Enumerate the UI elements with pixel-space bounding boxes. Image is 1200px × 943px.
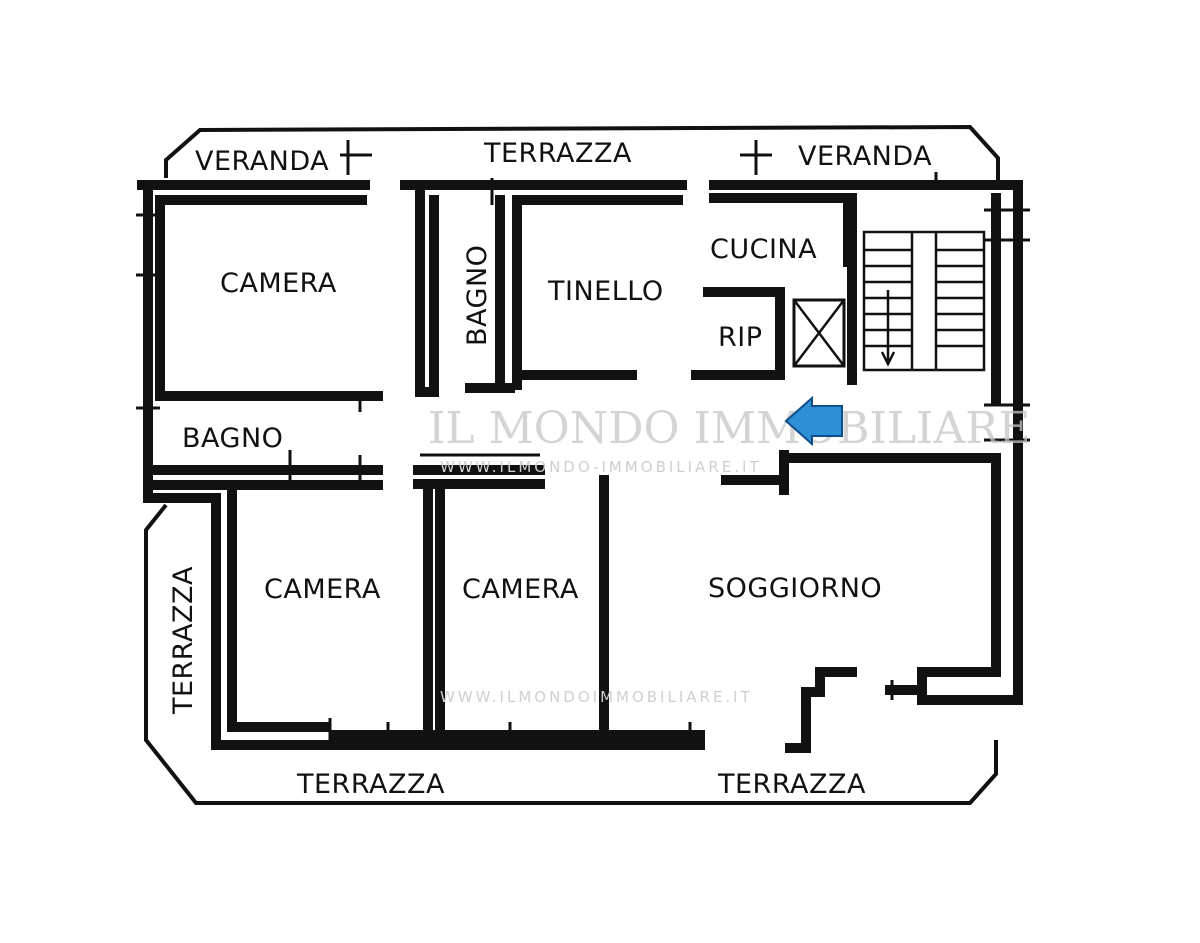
label-camera-bottom-left: CAMERA [264, 574, 381, 605]
watermark-main: IL MONDO IMMOBILIARE [428, 403, 1030, 454]
label-veranda-right: VERANDA [798, 141, 932, 172]
watermark-url-bottom: WWW.ILMONDOIMMOBILIARE.IT [440, 688, 753, 706]
walls [137, 180, 1023, 753]
terrace-outline [144, 124, 1000, 805]
label-cucina: CUCINA [710, 234, 817, 265]
watermark-url-top: WWW.ILMONDO-IMMOBILIARE.IT [440, 458, 762, 476]
label-camera-bottom-mid: CAMERA [462, 574, 579, 605]
label-rip: RIP [718, 322, 763, 353]
label-terrazza-top: TERRAZZA [483, 138, 632, 169]
label-bagno-vertical: BAGNO [462, 245, 493, 346]
label-terrazza-bottom-right: TERRAZZA [717, 769, 866, 800]
label-bagno-left: BAGNO [182, 423, 283, 454]
label-camera-top-left: CAMERA [220, 268, 337, 299]
elevator-shaft-icon [792, 298, 846, 368]
entrance-arrow-icon [784, 395, 843, 447]
label-terrazza-left: TERRAZZA [168, 566, 199, 715]
label-veranda-left: VERANDA [195, 146, 329, 177]
label-soggiorno: SOGGIORNO [708, 573, 882, 604]
label-terrazza-bottom-left: TERRAZZA [296, 769, 445, 800]
door-ticks [136, 140, 1030, 750]
label-tinello: TINELLO [547, 276, 664, 307]
staircase-icon [862, 230, 986, 372]
